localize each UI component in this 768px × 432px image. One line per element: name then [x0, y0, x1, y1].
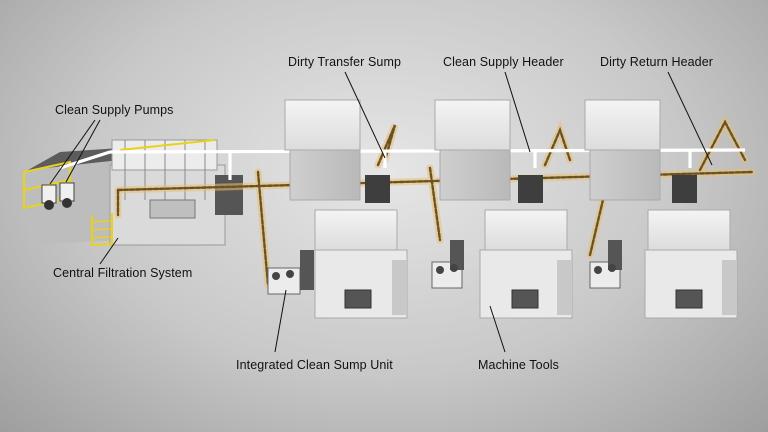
machine-tool — [434, 99, 543, 203]
clean-sump-unit — [431, 240, 464, 289]
clean-sump-unit — [267, 250, 314, 295]
machine-tool — [314, 209, 408, 319]
machine-tool — [479, 209, 573, 319]
label-dirty-transfer-sump: Dirty Transfer Sump — [288, 55, 402, 69]
label-machine-tools: Machine Tools — [478, 358, 559, 372]
machine-tool — [284, 99, 390, 203]
machine-tool — [644, 209, 738, 319]
machine-tool — [584, 99, 697, 203]
label-central-filtration-system: Central Filtration System — [53, 266, 193, 280]
clean-sump-unit — [589, 240, 622, 289]
integrated-clean-sump-units — [267, 240, 622, 295]
callout-leader-lines — [49, 71, 713, 353]
label-dirty-return-header: Dirty Return Header — [600, 55, 714, 69]
label-clean-supply-header: Clean Supply Header — [443, 55, 564, 69]
clean-supply-pumps — [41, 182, 75, 210]
label-clean-supply-pumps: Clean Supply Pumps — [55, 103, 174, 117]
machine-tools-front-row — [314, 209, 738, 319]
label-integrated-clean-sump-unit: Integrated Clean Sump Unit — [236, 358, 393, 372]
machine-tools-back-row — [284, 99, 697, 203]
